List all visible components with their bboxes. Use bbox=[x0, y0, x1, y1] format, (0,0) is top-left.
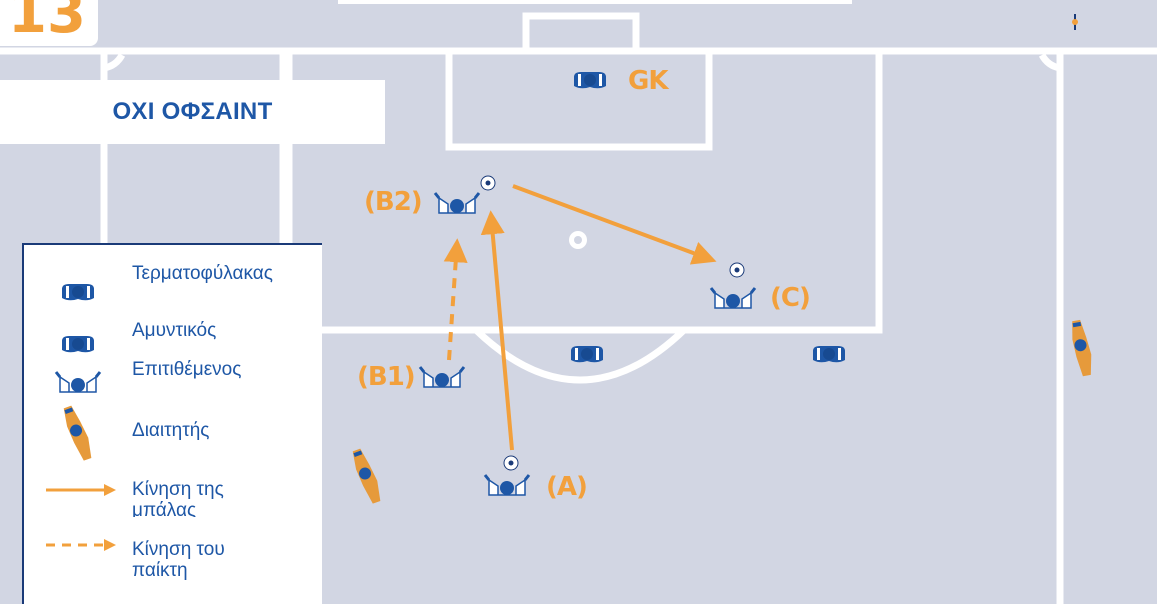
ball-movement-arrow-a-b2 bbox=[480, 210, 514, 451]
ball-icon bbox=[480, 175, 496, 191]
defender-icon bbox=[571, 346, 603, 363]
attacker-b2-icon bbox=[433, 191, 481, 215]
goalkeeper-icon bbox=[574, 72, 606, 89]
player-movement-arrow-icon bbox=[46, 539, 116, 551]
legend-label-attacker: Επιτιθέμενος bbox=[132, 359, 242, 380]
title-text: ΟΧΙ ΟΦΣΑΙΝΤ bbox=[112, 98, 273, 125]
legend-label-goalkeeper: Τερματοφύλακας bbox=[132, 263, 273, 284]
referee-icon bbox=[1069, 319, 1095, 377]
legend-label-referee: Διαιτητής bbox=[132, 420, 210, 441]
legend: Τερματοφύλακας Αμυντικός Επιτιθέμενος Δι… bbox=[22, 243, 322, 604]
label-a: (A) bbox=[546, 472, 588, 502]
ball-movement-arrow-icon bbox=[46, 484, 116, 496]
top-panel bbox=[338, 0, 852, 4]
ball-icon bbox=[503, 455, 519, 471]
attacker-c-icon bbox=[709, 286, 757, 310]
page-number: 13 bbox=[0, 0, 98, 46]
ball-icon bbox=[729, 262, 745, 278]
legend-label-defender: Αμυντικός bbox=[132, 320, 217, 341]
legend-label-player-movement: Κίνηση του παίκτη bbox=[132, 539, 225, 581]
defender-icon bbox=[813, 346, 845, 363]
label-c: (C) bbox=[770, 283, 811, 313]
title-box: ΟΧΙ ΟΦΣΑΙΝΤ bbox=[0, 80, 385, 144]
label-b1: (B1) bbox=[357, 362, 416, 392]
player-movement-arrow-b1-b2 bbox=[443, 238, 468, 361]
attacker-b1-icon bbox=[418, 365, 466, 389]
label-b2: (B2) bbox=[364, 187, 423, 217]
ball-movement-arrow-b2-c bbox=[512, 184, 717, 265]
goalkeeper-icon bbox=[62, 284, 94, 301]
defender-icon bbox=[62, 336, 94, 353]
attacker-a-icon bbox=[483, 473, 531, 497]
corner-flag-icon bbox=[1072, 14, 1078, 30]
legend-label-ball-movement: Κίνηση της μπάλας bbox=[132, 479, 224, 517]
label-gk: GK bbox=[628, 66, 668, 96]
referee-icon bbox=[60, 403, 96, 463]
attacker-icon bbox=[54, 370, 102, 394]
referee-icon bbox=[349, 446, 385, 506]
